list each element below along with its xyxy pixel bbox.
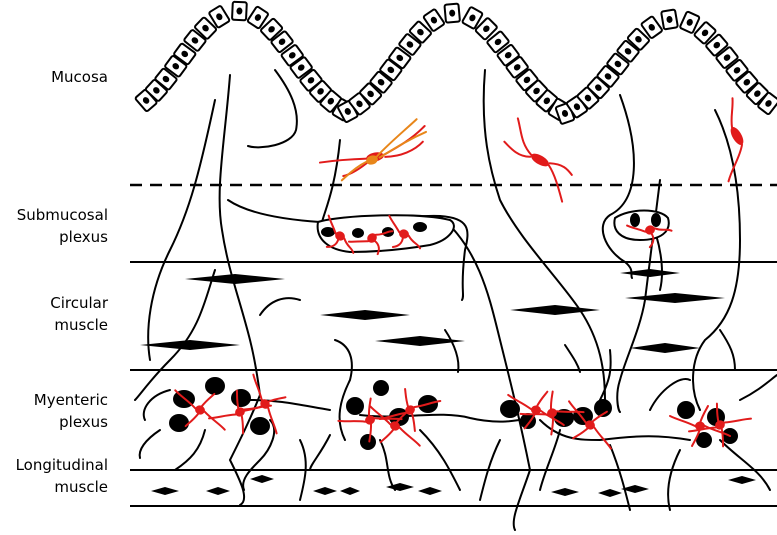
smooth-muscle-cell: [620, 269, 680, 277]
ganglion-nucleus: [651, 213, 661, 227]
smooth-muscle-cell: [510, 305, 600, 315]
epithelial-cell: [232, 2, 247, 21]
smooth-muscle-cell: [728, 476, 756, 484]
ganglion-nucleus: [677, 401, 695, 419]
ganglion-nucleus: [373, 380, 389, 396]
smooth-muscle-cell: [313, 487, 337, 495]
smooth-muscle-cell: [375, 336, 465, 346]
neuron: [493, 118, 587, 201]
ganglion-nucleus: [250, 417, 270, 435]
smooth-muscle-cell: [250, 475, 274, 483]
smooth-muscle-cell: [418, 487, 442, 495]
smooth-muscle-cell: [386, 483, 414, 491]
mucosal-epithelium: [135, 2, 777, 125]
smooth-muscle-cell: [551, 488, 579, 496]
ganglion-nucleus: [231, 389, 251, 407]
ganglion-nucleus: [352, 228, 364, 238]
neuron: [331, 118, 432, 181]
ganglion-nucleus: [630, 213, 640, 227]
neuron: [317, 126, 431, 180]
smooth-muscle-cell: [151, 487, 179, 495]
neuron: [694, 98, 768, 181]
submucosal-ganglia: [318, 211, 669, 253]
smooth-muscle-cell: [320, 310, 410, 320]
smooth-muscle-cell: [625, 293, 725, 303]
ganglion-nucleus: [205, 377, 225, 395]
smooth-muscle-cell: [206, 487, 230, 495]
smooth-muscle-cell: [140, 340, 240, 350]
submucosal-ganglion-right: [614, 211, 668, 241]
epithelial-cell: [444, 4, 460, 23]
ganglion-nucleus: [360, 434, 376, 450]
smooth-muscle-cell: [340, 487, 360, 495]
smooth-muscle-cell: [630, 343, 700, 353]
ganglion-nucleus: [500, 400, 520, 418]
epithelial-cell: [661, 9, 678, 29]
smooth-muscle-cell: [598, 489, 622, 497]
smooth-muscle-cell: [185, 274, 285, 284]
ganglion-nucleus: [413, 222, 427, 232]
ganglion-nucleus: [346, 397, 364, 415]
ganglion-nucleus: [169, 414, 189, 432]
